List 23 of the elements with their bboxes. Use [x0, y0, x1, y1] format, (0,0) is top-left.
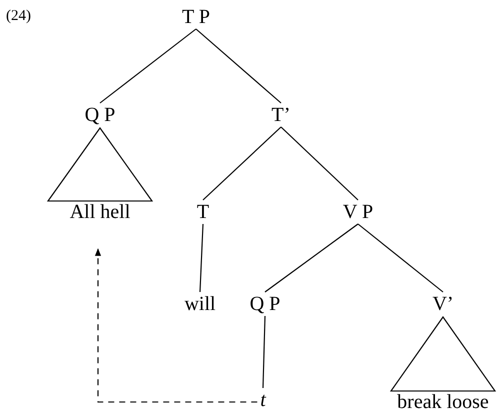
tree-node-label: break loose [396, 391, 490, 413]
branch-line [262, 316, 266, 388]
branch-line [196, 28, 282, 104]
branch-line [264, 224, 358, 292]
constituent-triangle [390, 316, 496, 392]
branch-line [199, 224, 204, 292]
movement-arrow [94, 248, 258, 403]
tree-node-label: t [259, 389, 267, 411]
constituent-triangle [46, 127, 154, 202]
branch-line [202, 126, 282, 200]
tree-node-label: T P [181, 6, 211, 28]
tree-node-label: T [196, 201, 210, 223]
tree-node-label: Q P [84, 104, 116, 126]
branch-line [280, 126, 358, 200]
tree-node-label: T’ [270, 104, 292, 126]
example-number: (24) [6, 7, 31, 26]
tree-node-label: V’ [431, 293, 455, 315]
tree-node-label: V P [342, 201, 374, 223]
tree-node-label: Q P [248, 293, 282, 315]
branch-line [100, 28, 196, 104]
branch-line [358, 224, 444, 292]
tree-node-label: All hell [68, 201, 132, 223]
tree-node-label: will [183, 293, 217, 315]
